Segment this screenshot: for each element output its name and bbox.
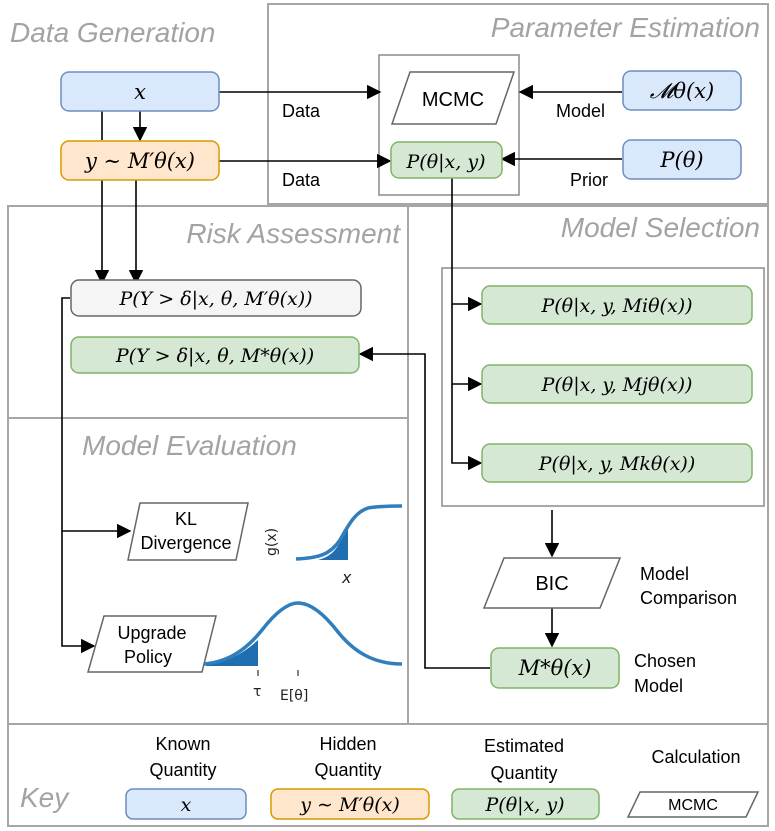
chosen-model-label-1: Chosen — [634, 651, 696, 671]
model-comparison-label-2: Comparison — [640, 588, 737, 608]
node-kl-divergence: KL Divergence — [127, 502, 249, 561]
key-hidden: Hidden Quantity y ∼ M′θ(x) — [270, 734, 430, 820]
node-bic: BIC — [482, 557, 622, 609]
svg-text:Policy: Policy — [124, 647, 172, 667]
chosen-model-label-2: Model — [634, 676, 683, 696]
expectation-label: E[θ] — [280, 688, 308, 704]
svg-text:P(Y > δ|x, θ, M′θ(x)): P(Y > δ|x, θ, M′θ(x)) — [118, 288, 312, 310]
svg-text:Quantity: Quantity — [490, 763, 557, 783]
node-chosen-model: M*θ(x) — [490, 647, 620, 689]
node-model: 𝓜θ(x) — [622, 70, 742, 111]
arrow-risk-to-upgrade — [61, 531, 96, 654]
svg-text:P(θ|x, y, Mjθ(x)): P(θ|x, y, Mjθ(x)) — [541, 374, 693, 396]
svg-text:MCMC: MCMC — [668, 797, 718, 814]
sigmoid-curve — [295, 504, 403, 561]
bell-shaded-area — [206, 640, 258, 666]
svg-text:Hidden: Hidden — [319, 734, 376, 754]
node-posterior-i: P(θ|x, y, Miθ(x)) — [481, 285, 753, 325]
sigmoid-plot: g(x) x — [264, 504, 403, 587]
svg-text:P(θ|x, y, Mkθ(x)): P(θ|x, y, Mkθ(x)) — [538, 453, 695, 475]
svg-text:P(θ|x, y, Miθ(x)): P(θ|x, y, Miθ(x)) — [540, 295, 692, 317]
svg-text:Quantity: Quantity — [314, 760, 381, 780]
svg-text:P(θ|x, y): P(θ|x, y) — [485, 794, 565, 816]
arrow-risk-to-kl — [61, 297, 132, 539]
key-estimated: Estimated Quantity P(θ|x, y) — [451, 736, 600, 820]
sigmoid-ylabel: g(x) — [264, 528, 280, 556]
section-title-model-evaluation: Model Evaluation — [82, 430, 297, 461]
edge-label-prior: Prior — [570, 170, 608, 190]
sigmoid-xlabel: x — [341, 568, 352, 587]
key-calculation: Calculation MCMC — [626, 747, 760, 818]
svg-text:KL: KL — [175, 509, 197, 529]
bell-curve — [203, 601, 403, 666]
svg-text:x: x — [181, 794, 192, 816]
svg-text:x: x — [134, 80, 146, 104]
edge-label-data-2: Data — [282, 170, 321, 190]
key-known: Known Quantity x — [125, 734, 247, 820]
section-title-model-selection: Model Selection — [561, 212, 760, 243]
svg-text:Calculation: Calculation — [651, 747, 740, 767]
key-region — [7, 723, 769, 827]
tau-label: τ — [253, 684, 261, 700]
svg-text:𝓜θ(x): 𝓜θ(x) — [650, 79, 714, 103]
node-risk-green: P(Y > δ|x, θ, M*θ(x)) — [70, 336, 360, 374]
svg-text:P(θ|x, y): P(θ|x, y) — [406, 151, 486, 173]
section-title-risk-assessment: Risk Assessment — [186, 218, 401, 249]
svg-text:Upgrade: Upgrade — [117, 623, 186, 643]
svg-text:M*θ(x): M*θ(x) — [518, 656, 592, 680]
node-prior: P(θ) — [622, 139, 742, 180]
node-upgrade-policy: Upgrade Policy — [87, 615, 217, 673]
model-comparison-label-1: Model — [640, 564, 689, 584]
node-posterior-j: P(θ|x, y, Mjθ(x)) — [481, 364, 753, 404]
arrow-chosen-to-risk — [358, 346, 490, 669]
parameter-estimation-region — [267, 3, 769, 205]
svg-text:Quantity: Quantity — [149, 760, 216, 780]
svg-text:Estimated: Estimated — [484, 736, 564, 756]
svg-text:y ∼ M′θ(x): y ∼ M′θ(x) — [299, 794, 399, 816]
svg-text:BIC: BIC — [535, 573, 568, 595]
node-mcmc: MCMC — [390, 71, 516, 125]
node-posterior: P(θ|x, y) — [390, 141, 503, 179]
svg-text:P(θ): P(θ) — [659, 148, 703, 172]
edge-label-data-1: Data — [282, 101, 321, 121]
svg-text:MCMC: MCMC — [422, 89, 484, 111]
section-title-parameter-estimation: Parameter Estimation — [491, 12, 760, 43]
edge-label-model: Model — [556, 101, 605, 121]
arrow-posterior-to-k — [451, 384, 483, 471]
node-y: y ∼ M′θ(x) — [60, 140, 220, 181]
model-posteriors-box — [441, 267, 765, 507]
svg-text:P(Y > δ|x, θ, M*θ(x)): P(Y > δ|x, θ, M*θ(x)) — [115, 345, 314, 367]
node-x: x — [60, 71, 220, 112]
svg-text:Known: Known — [155, 734, 210, 754]
sigmoid-shaded-area — [318, 524, 348, 560]
bell-plot: τ E[θ] — [203, 601, 403, 704]
svg-text:y ∼ M′θ(x): y ∼ M′θ(x) — [84, 149, 195, 173]
section-title-data-generation: Data Generation — [10, 17, 215, 48]
estimation-inner-box — [378, 54, 520, 196]
section-title-key: Key — [20, 782, 70, 813]
node-risk-grey: P(Y > δ|x, θ, M′θ(x)) — [70, 279, 362, 317]
arrow-posterior-to-j — [451, 304, 483, 392]
node-posterior-k: P(θ|x, y, Mkθ(x)) — [481, 443, 753, 483]
arrow-posterior-to-i — [451, 178, 483, 312]
svg-text:Divergence: Divergence — [140, 533, 231, 553]
